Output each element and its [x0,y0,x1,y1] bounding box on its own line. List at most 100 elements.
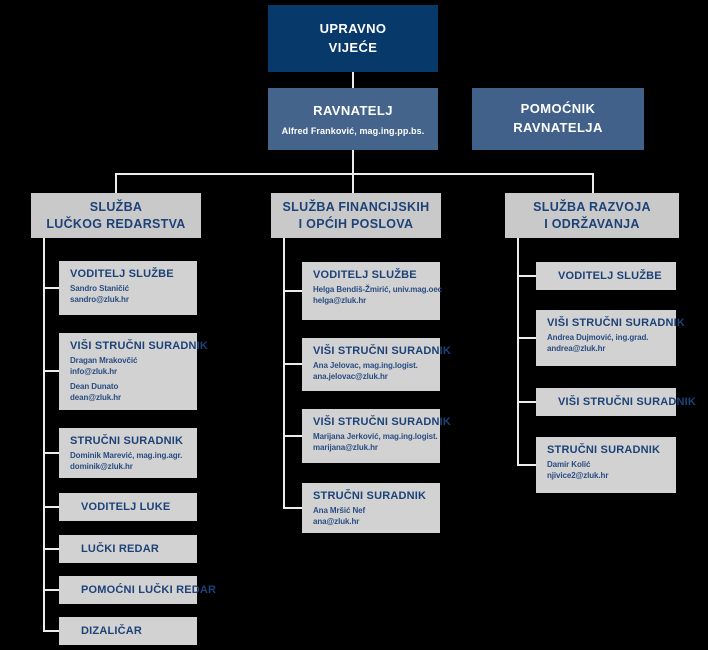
person-email: sandro@zluk.hr [70,294,129,304]
position-box: VIŠI STRUČNI SURADNIK Ana Jelovac, mag.i… [302,338,452,391]
position-title: DIZALIČAR [81,625,143,637]
position-title: VIŠI STRUČNI SURADNIK [558,396,697,408]
connector-line [43,370,59,372]
position-box: VODITELJ SLUŽBE Helga Bendiš-Žmirić, uni… [302,262,443,320]
position-title: VODITELJ SLUŽBE [70,268,174,280]
position-title: STRUČNI SURADNIK [547,444,661,456]
director-person: Alfred Franković, mag.ing.pp.bs. [281,125,425,136]
person: Andrea Dujmović, ing.grad. andrea@zluk.h… [547,333,676,354]
connector-line [517,337,536,339]
connector-line [517,401,536,403]
person: Ana Mršić Nef ana@zluk.hr [313,506,440,527]
connector-line [43,238,45,632]
position-title: VIŠI STRUČNI SURADNIK [70,340,209,352]
position-box: VODITELJ SLUŽBE Sandro Staničić sandro@z… [59,261,197,315]
connector-line [517,275,536,277]
person-email: dominik@zluk.hr [70,461,133,471]
position-title: POMOĆNI LUČKI REDAR [81,584,217,596]
connector-line [43,506,59,508]
position-box: VODITELJ SLUŽBE [536,262,676,290]
person-email: info@zluk.hr [70,366,118,376]
position-box: STRUČNI SURADNIK Ana Mršić Nef ana@zluk.… [302,483,440,533]
position-title: VIŠI STRUČNI SURADNIK [313,416,452,428]
position-title: LUČKI REDAR [81,543,159,555]
person-email: njivice2@zluk.hr [547,470,609,480]
position-box: STRUČNI SURADNIK Dominik Marević, mag.in… [59,428,197,478]
connector-line [115,173,117,193]
person-name: Marijana Jerković, mag.ing.logist. [313,432,438,441]
director-node: RAVNATELJ Alfred Franković, mag.ing.pp.b… [268,88,438,150]
connector-line [517,238,519,466]
person: Helga Bendiš-Žmirić, univ.mag.oec helga@… [313,285,443,306]
connector-line [43,630,59,632]
person: Marijana Jerković, mag.ing.logist. marij… [313,432,440,453]
person-name: Andrea Dujmović, ing.grad. [547,333,649,342]
assistant-title-line2: RAVNATELJA [513,120,603,135]
connector-line [43,548,59,550]
person-name: Damir Kolić [547,460,591,469]
position-box: DIZALIČAR [59,617,197,645]
person-name: Ana Jelovac, mag.ing.logist. [313,361,418,370]
position-box: VIŠI STRUČNI SURADNIK [536,388,696,416]
position-title: VIŠI STRUČNI SURADNIK [547,317,686,329]
person: Sandro Staničić sandro@zluk.hr [70,284,197,305]
position-box: LUČKI REDAR [59,535,197,563]
person-name: Sandro Staničić [70,284,129,293]
person-email: andrea@zluk.hr [547,343,606,353]
person: Dominik Marević, mag.ing.agr. dominik@zl… [70,451,197,472]
dept-header-line1: SLUŽBA RAZVOJA [533,199,651,214]
person-name: Helga Bendiš-Žmirić, univ.mag.oec [313,285,443,294]
person: Dragan Mrakovčić info@zluk.hr [70,356,197,377]
board-title-line2: VIJEĆE [328,39,378,55]
person-name: Dominik Marević, mag.ing.agr. [70,451,183,460]
assistant-node: POMOĆNIK RAVNATELJA [472,88,644,150]
connector-line [283,435,302,437]
position-box: VODITELJ LUKE [59,493,197,521]
dept-header-financijskih-poslova: SLUŽBA FINANCIJSKIH I OPĆIH POSLOVA [271,193,441,238]
connector-line [43,452,59,454]
dept-header-line2: I ODRŽAVANJA [544,216,640,231]
position-title: VODITELJ SLUŽBE [313,269,417,281]
person-email: helga@zluk.hr [313,295,367,305]
person: Dean Dunato dean@zluk.hr [70,382,197,403]
connector-line [283,238,285,509]
position-title: STRUČNI SURADNIK [70,435,184,447]
connector-line [283,507,302,509]
dept-header-razvoja-odrzavanja: SLUŽBA RAZVOJA I ODRŽAVANJA [505,193,679,238]
connector-line [352,72,354,88]
person-name: Dean Dunato [70,382,119,392]
person-email: marijana@zluk.hr [313,442,378,452]
dept-header-line1: SLUŽBA FINANCIJSKIH [282,199,430,214]
position-title: VODITELJ SLUŽBE [558,270,662,282]
connector-line [115,173,594,175]
director-title: RAVNATELJ [313,103,393,119]
connector-line [517,464,536,466]
person-name: Ana Mršić Nef [313,506,366,515]
dept-header-line2: LUČKOG REDARSTVA [46,216,186,231]
dept-header-luckog-redarstva: SLUŽBA LUČKOG REDARSTVA [31,193,201,238]
position-box: VIŠI STRUČNI SURADNIK Marijana Jerković,… [302,409,452,463]
position-box: VIŠI STRUČNI SURADNIK Andrea Dujmović, i… [536,310,686,366]
board-title-line1: UPRAVNO [319,20,387,36]
connector-line [352,150,354,193]
person-email: ana@zluk.hr [313,516,360,526]
connector-line [283,290,302,292]
person-email: ana.jelovac@zluk.hr [313,371,388,381]
person: Ana Jelovac, mag.ing.logist. ana.jelovac… [313,361,440,382]
dept-header-line1: SLUŽBA [89,199,143,214]
person: Damir Kolić njivice2@zluk.hr [547,460,676,481]
board-node: UPRAVNO VIJEĆE [268,5,438,72]
connector-line [43,287,59,289]
position-title: STRUČNI SURADNIK [313,490,427,502]
assistant-title-line1: POMOĆNIK [520,101,596,117]
person-name: Dragan Mrakovčić [70,356,138,365]
person-email: dean@zluk.hr [70,392,122,402]
position-title: VIŠI STRUČNI SURADNIK [313,345,452,357]
dept-header-line2: I OPĆIH POSLOVA [298,216,414,231]
position-box: VIŠI STRUČNI SURADNIK Dragan Mrakovčić i… [59,333,209,410]
position-title: VODITELJ LUKE [81,501,171,513]
position-box: POMOĆNI LUČKI REDAR [59,576,216,604]
connector-line [43,589,59,591]
connector-line [592,173,594,193]
connector-line [283,363,302,365]
